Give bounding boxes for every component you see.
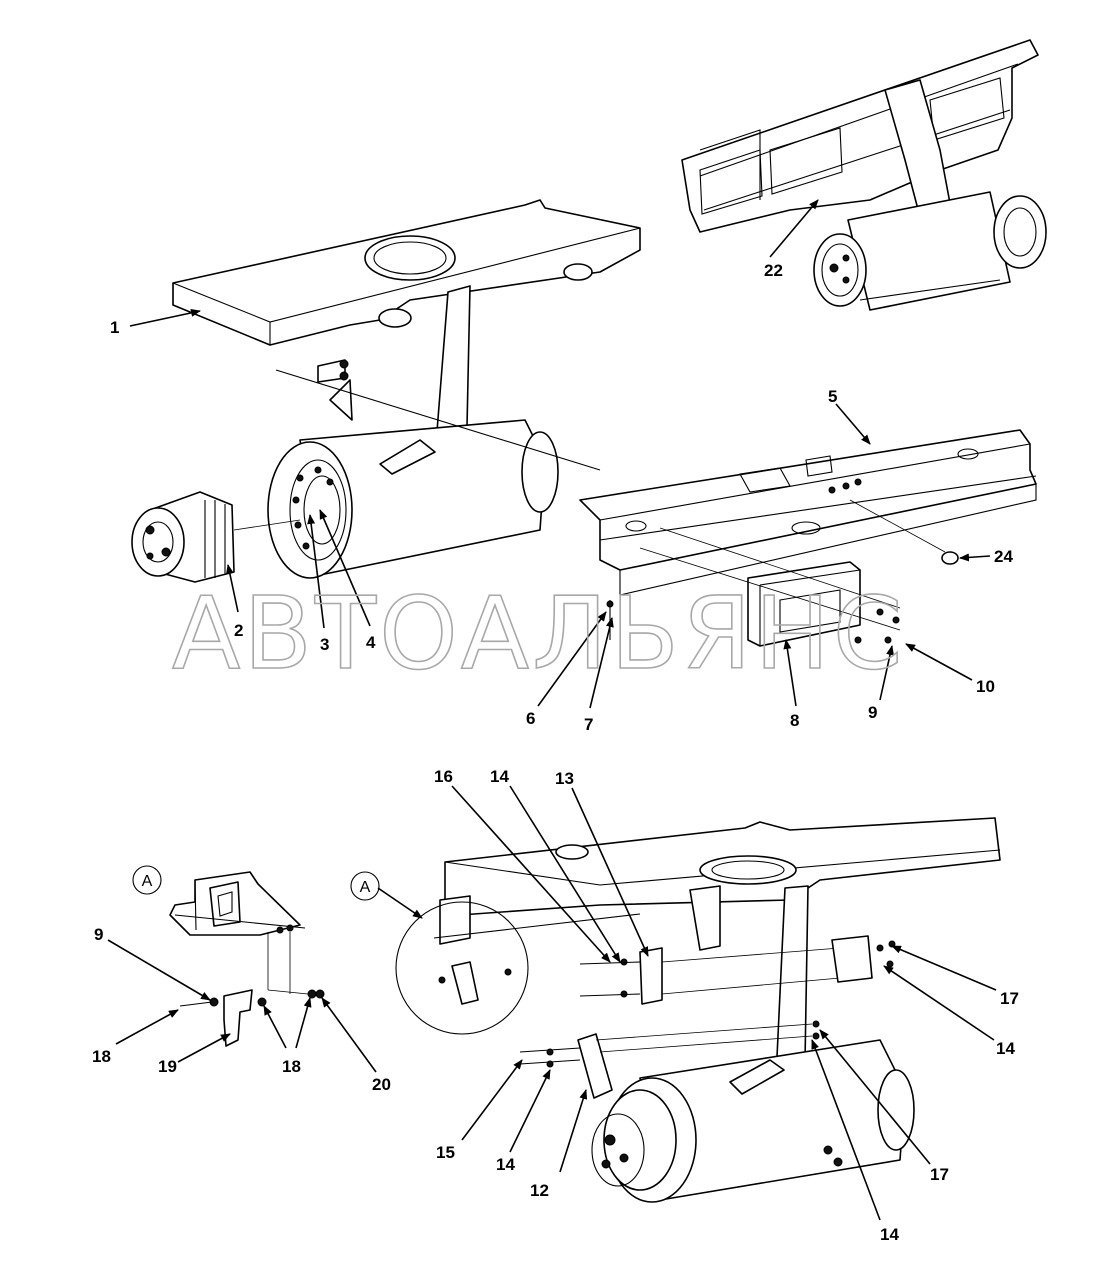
leader-9b (107, 939, 211, 1001)
leader-1 (129, 308, 201, 327)
callout-18-left: 18 (92, 1047, 111, 1066)
leader-5 (835, 403, 871, 445)
callout-15: 15 (436, 1143, 455, 1162)
callout-5: 5 (828, 387, 837, 406)
leader-8 (783, 639, 797, 707)
leader-16 (451, 785, 611, 963)
leader-3 (307, 514, 325, 629)
callout-14-left: 14 (496, 1155, 515, 1174)
leader-18b-1 (263, 1005, 287, 1049)
leader-2 (225, 564, 239, 613)
leader-6 (537, 611, 607, 707)
callout-3: 3 (320, 635, 329, 654)
detail-marker-left: A (132, 865, 162, 895)
assembled-frame-view (681, 39, 1047, 311)
detail-a-view (107, 871, 377, 1073)
callout-6: 6 (526, 709, 535, 728)
detail-circle (395, 901, 529, 1035)
callout-17-bottom: 17 (930, 1165, 949, 1184)
callout-1: 1 (110, 318, 119, 337)
leader-17b (819, 1029, 931, 1165)
callout-4: 4 (366, 633, 376, 652)
callout-13: 13 (555, 769, 574, 788)
leader-12 (559, 1089, 588, 1173)
callout-14-right: 14 (996, 1039, 1015, 1058)
svg-text:A: A (142, 873, 153, 890)
main-exploded-view (129, 199, 1037, 709)
callout-16: 16 (434, 767, 453, 786)
callout-17-right: 17 (1000, 989, 1019, 1008)
leader-4 (319, 509, 371, 627)
callout-9-detail: 9 (94, 925, 103, 944)
svg-text:A: A (360, 879, 371, 896)
leader-14b (883, 965, 995, 1041)
callout-8: 8 (790, 711, 799, 730)
callout-2: 2 (234, 621, 243, 640)
leader-10 (905, 643, 973, 681)
callout-14-top: 14 (490, 767, 509, 786)
callout-20: 20 (372, 1075, 391, 1094)
callout-14-bottom: 14 (880, 1225, 899, 1244)
leader-18b-2 (295, 997, 312, 1049)
leader-20 (321, 997, 377, 1073)
leader-13 (571, 787, 649, 957)
watermark: АВТОАЛЬЯНС (172, 575, 906, 692)
detail-marker-right: A (350, 871, 380, 901)
leader-18a (115, 1009, 179, 1045)
callout-18-right: 18 (282, 1057, 301, 1076)
leader-A (377, 887, 423, 919)
leader-14a (509, 785, 621, 963)
bottom-assembly-view (377, 785, 1001, 1221)
callout-10: 10 (976, 677, 995, 696)
callout-9: 9 (868, 703, 877, 722)
leader-24 (959, 553, 991, 562)
leader-19 (177, 1033, 231, 1063)
callout-12: 12 (530, 1181, 549, 1200)
leader-14d (509, 1069, 551, 1153)
leader-15 (461, 1059, 523, 1141)
callout-7: 7 (584, 715, 593, 734)
leader-7 (589, 617, 614, 709)
leader-9 (879, 645, 894, 701)
callout-22: 22 (764, 261, 783, 280)
leader-17a (891, 945, 997, 991)
callout-24: 24 (994, 547, 1013, 566)
leader-14c (811, 1039, 881, 1221)
callout-19: 19 (158, 1057, 177, 1076)
leader-22 (769, 199, 819, 258)
